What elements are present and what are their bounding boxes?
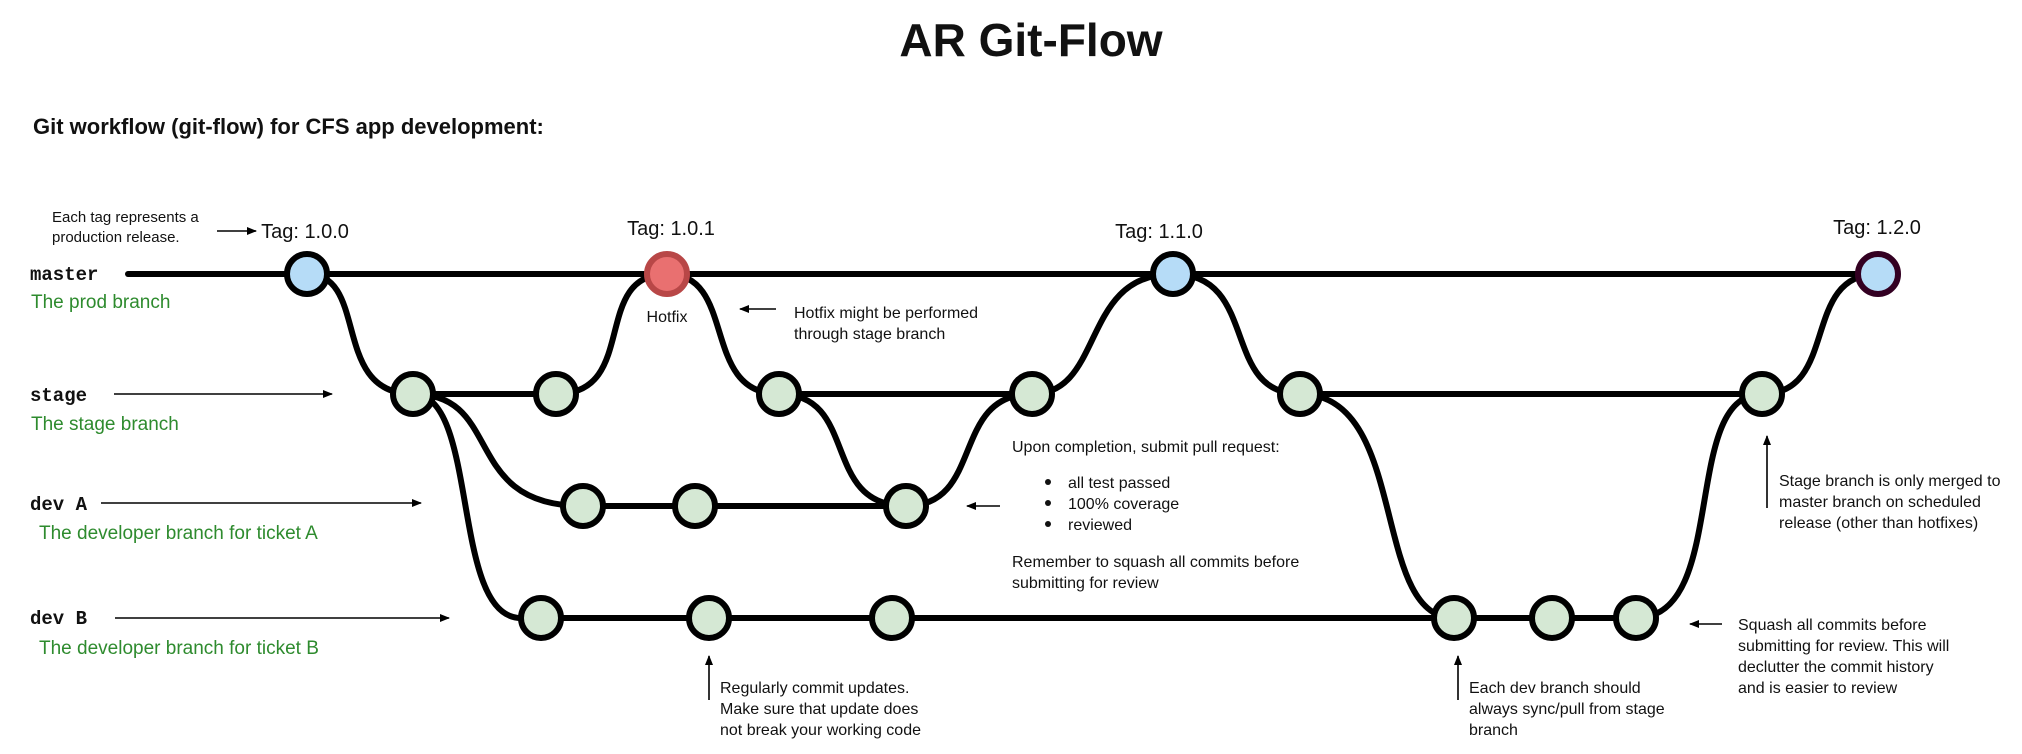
master-commit-1-2-0[interactable] <box>1855 251 1901 297</box>
stage-commit[interactable] <box>756 371 802 417</box>
stage-commit[interactable] <box>1009 371 1055 417</box>
master-to-stage-curve-2 <box>1170 271 1303 397</box>
master-commit-1-0-0[interactable] <box>284 251 330 297</box>
pr-checklist: all test passed 100% coverage reviewed <box>1045 475 1179 534</box>
branch-stage-desc: The stage branch <box>31 414 179 435</box>
sync-note: Each dev branch should always sync/pull … <box>1469 680 1669 739</box>
dev-b-commit[interactable] <box>1613 595 1659 641</box>
branch-dev-a-desc: The developer branch for ticket A <box>39 523 318 544</box>
commits <box>284 251 1901 641</box>
tag-label-1-0-1: Tag: 1.0.1 <box>627 218 715 240</box>
hotfix-to-stage-curve <box>664 271 782 397</box>
dev-b-commit[interactable] <box>686 595 732 641</box>
dev-b-commit[interactable] <box>1431 595 1477 641</box>
branch-lines <box>125 271 1881 621</box>
squash-note: Squash all commits before submitting for… <box>1738 617 1954 697</box>
hotfix-label: Hotfix <box>647 309 688 326</box>
dev-b-commit[interactable] <box>1529 595 1575 641</box>
stage-to-dev-b-sync-curve <box>1297 391 1457 621</box>
stage-commit[interactable] <box>1277 371 1323 417</box>
bullet <box>1045 479 1051 485</box>
branch-dev-a-label: dev A <box>30 494 88 516</box>
branch-dev-b-label: dev B <box>30 608 87 630</box>
dev-b-commit[interactable] <box>518 595 564 641</box>
stage-commit[interactable] <box>533 371 579 417</box>
stage-to-master-curve-2 <box>1759 271 1881 397</box>
bullet <box>1045 521 1051 527</box>
stage-to-dev-b-curve <box>410 391 524 621</box>
tag-label-1-1-0: Tag: 1.1.0 <box>1115 221 1203 243</box>
branch-stage-label: stage <box>30 385 87 407</box>
master-commit-hotfix[interactable] <box>644 251 690 297</box>
dev-b-to-stage-curve <box>1633 391 1765 621</box>
pr-item: reviewed <box>1068 517 1132 534</box>
stage-commit[interactable] <box>1739 371 1785 417</box>
stage-to-dev-a-curve <box>410 391 586 509</box>
stage-to-dev-a-merge-curve <box>776 391 909 509</box>
commit-note: Regularly commit updates. Make sure that… <box>720 680 923 739</box>
stage-commit[interactable] <box>390 371 436 417</box>
squash-reminder: Remember to squash all commits before su… <box>1012 554 1304 592</box>
stage-to-hotfix-curve <box>553 271 670 397</box>
pr-item: 100% coverage <box>1068 496 1179 513</box>
master-to-stage-curve-1 <box>304 271 416 397</box>
master-commit-1-1-0[interactable] <box>1150 251 1196 297</box>
branch-master-label: master <box>30 264 98 286</box>
branch-master-desc: The prod branch <box>31 292 170 313</box>
diagram-title: AR Git-Flow <box>899 14 1162 66</box>
branch-dev-b-desc: The developer branch for ticket B <box>39 638 319 659</box>
dev-a-commit[interactable] <box>883 483 929 529</box>
pr-item: all test passed <box>1068 475 1170 492</box>
diagram-subtitle: Git workflow (git-flow) for CFS app deve… <box>33 114 544 139</box>
dev-a-to-stage-curve <box>903 391 1035 509</box>
dev-b-commit[interactable] <box>869 595 915 641</box>
tag-note: Each tag represents a production release… <box>52 209 203 246</box>
bullet <box>1045 500 1051 506</box>
pr-intro: Upon completion, submit pull request: <box>1012 439 1280 456</box>
hotfix-note: Hotfix might be performed through stage … <box>794 305 983 343</box>
stage-to-master-curve-1 <box>1029 271 1176 397</box>
dev-a-commit[interactable] <box>672 483 718 529</box>
stage-note: Stage branch is only merged to master br… <box>1779 473 2005 532</box>
tag-label-1-2-0: Tag: 1.2.0 <box>1833 217 1921 239</box>
tag-label-1-0-0: Tag: 1.0.0 <box>261 221 349 243</box>
dev-a-commit[interactable] <box>560 483 606 529</box>
